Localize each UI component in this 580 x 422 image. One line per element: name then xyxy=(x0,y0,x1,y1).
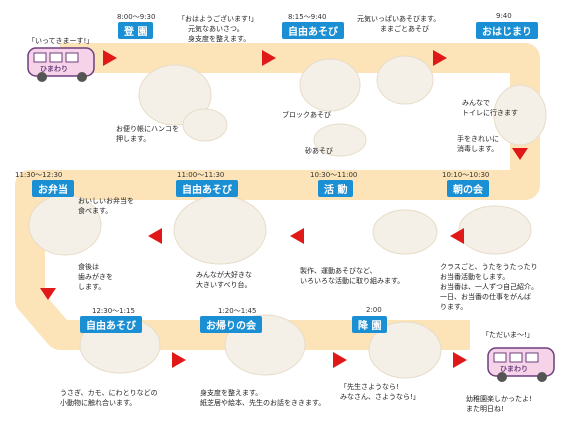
arrow-right xyxy=(262,50,276,66)
stage-text: 食べます。 xyxy=(78,207,113,215)
stage-time: 11:00～11:30 xyxy=(177,171,225,179)
bus-end-quote: 「ただいま～!」 xyxy=(482,331,534,339)
stage-label-free-play-2: 自由あそび xyxy=(176,180,238,197)
arrow-left xyxy=(148,228,162,244)
stage-text: ままごとあそび xyxy=(380,25,429,33)
stage-text: おいしいお弁当を xyxy=(78,197,134,205)
stage-time: 8:15～9:40 xyxy=(288,13,327,21)
stage-text: します。 xyxy=(78,283,106,291)
arrow-right xyxy=(333,352,347,368)
stage-text: また明日ね! xyxy=(466,405,504,413)
stage-text: お当番は、一人ずつ自己紹介。 xyxy=(440,283,538,291)
stage-text: 一日、お当番の仕事をがんば xyxy=(440,293,531,301)
stage-text: 押します。 xyxy=(116,135,151,143)
stage-text: みんなが大好きな xyxy=(196,271,252,279)
stage-text: 元気なあいさつ。 xyxy=(188,25,244,33)
stage-label-activity: 活 動 xyxy=(318,180,354,197)
bus-label: ひまわり xyxy=(40,65,68,73)
bus-start-quote: 「いってきまーす!」 xyxy=(28,37,94,45)
bus-icon xyxy=(27,47,95,82)
bus-label: ひまわり xyxy=(500,365,528,373)
arrow-left xyxy=(290,228,304,244)
stage-time: 10:10～10:30 xyxy=(442,171,490,179)
stage-text: 砂あそび xyxy=(305,147,333,155)
stage-text: 紙芝居や絵本、先生のお話をききます。 xyxy=(200,399,326,407)
arrow-right xyxy=(103,50,117,66)
stage-time: 12:30～1:15 xyxy=(92,307,135,315)
arrow-left xyxy=(450,228,464,244)
stage-time: 10:30～11:00 xyxy=(310,171,358,179)
stage-label-start: おはじまり xyxy=(476,22,538,39)
stage-text: 「おはようございます!」 xyxy=(178,15,258,23)
bus-icon xyxy=(487,347,555,382)
stage-time: 11:30～12:30 xyxy=(15,171,63,179)
arrow-down xyxy=(512,148,528,160)
stage-text: 元気いっぱいあそびます。 xyxy=(357,15,441,23)
stage-text: 「先生さようなら! xyxy=(340,383,399,391)
stage-label-free-play: 自由あそび xyxy=(282,22,344,39)
stage-text: うさぎ、カモ、にわとりなどの xyxy=(60,389,158,397)
stage-text: 消毒します。 xyxy=(457,145,499,153)
stage-time: 8:00～9:30 xyxy=(117,13,156,21)
stage-label-departure: 降 園 xyxy=(352,316,388,333)
stage-text: 大きいすべり台。 xyxy=(196,281,252,289)
stage-text: みんなで xyxy=(462,99,490,107)
stage-text: お当番活動をします。 xyxy=(440,273,510,281)
schedule-flow-path xyxy=(15,43,540,350)
illustration-blobs xyxy=(28,55,547,379)
flow-arrows xyxy=(40,50,528,368)
stage-text: 小動物に触れ合います。 xyxy=(60,399,137,407)
stage-text: クラスごと、うたをうたったり xyxy=(440,263,538,271)
stage-text: ブロックあそび xyxy=(282,111,331,119)
stage-text: いろいろな活動に取り組みます。 xyxy=(300,277,405,285)
stage-time: 2:00 xyxy=(366,306,382,314)
arrow-right xyxy=(172,352,186,368)
stage-text: 身支度を整えます。 xyxy=(188,35,251,43)
arrow-right xyxy=(453,352,467,368)
stage-label-morning-meeting: 朝の会 xyxy=(447,180,489,197)
stage-text: 製作、運動あそびなど、 xyxy=(300,267,377,275)
stage-label-arrival: 登 園 xyxy=(118,22,154,39)
stage-label-lunch: お弁当 xyxy=(32,180,74,197)
stage-text: 食後は xyxy=(78,263,99,271)
stage-text: 身支度を整えます。 xyxy=(200,389,263,397)
stage-text: 手をきれいに xyxy=(457,135,499,143)
stage-time: 9:40 xyxy=(496,12,512,20)
arrow-down xyxy=(40,288,56,300)
stage-label-return-meeting: お帰りの会 xyxy=(200,316,262,333)
stage-text: 幼稚園楽しかったよ! xyxy=(466,395,532,403)
stage-text: ります。 xyxy=(440,303,468,311)
stage-text: 歯みがきを xyxy=(78,273,113,281)
arrow-right xyxy=(433,50,447,66)
stage-text: お便り帳にハンコを xyxy=(116,125,179,133)
stage-time: 1:20～1:45 xyxy=(218,307,257,315)
stage-label-free-play-3: 自由あそび xyxy=(80,316,142,333)
stage-text: みなさん、さようなら!」 xyxy=(340,393,420,401)
stage-text: トイレに行きます xyxy=(462,109,518,117)
